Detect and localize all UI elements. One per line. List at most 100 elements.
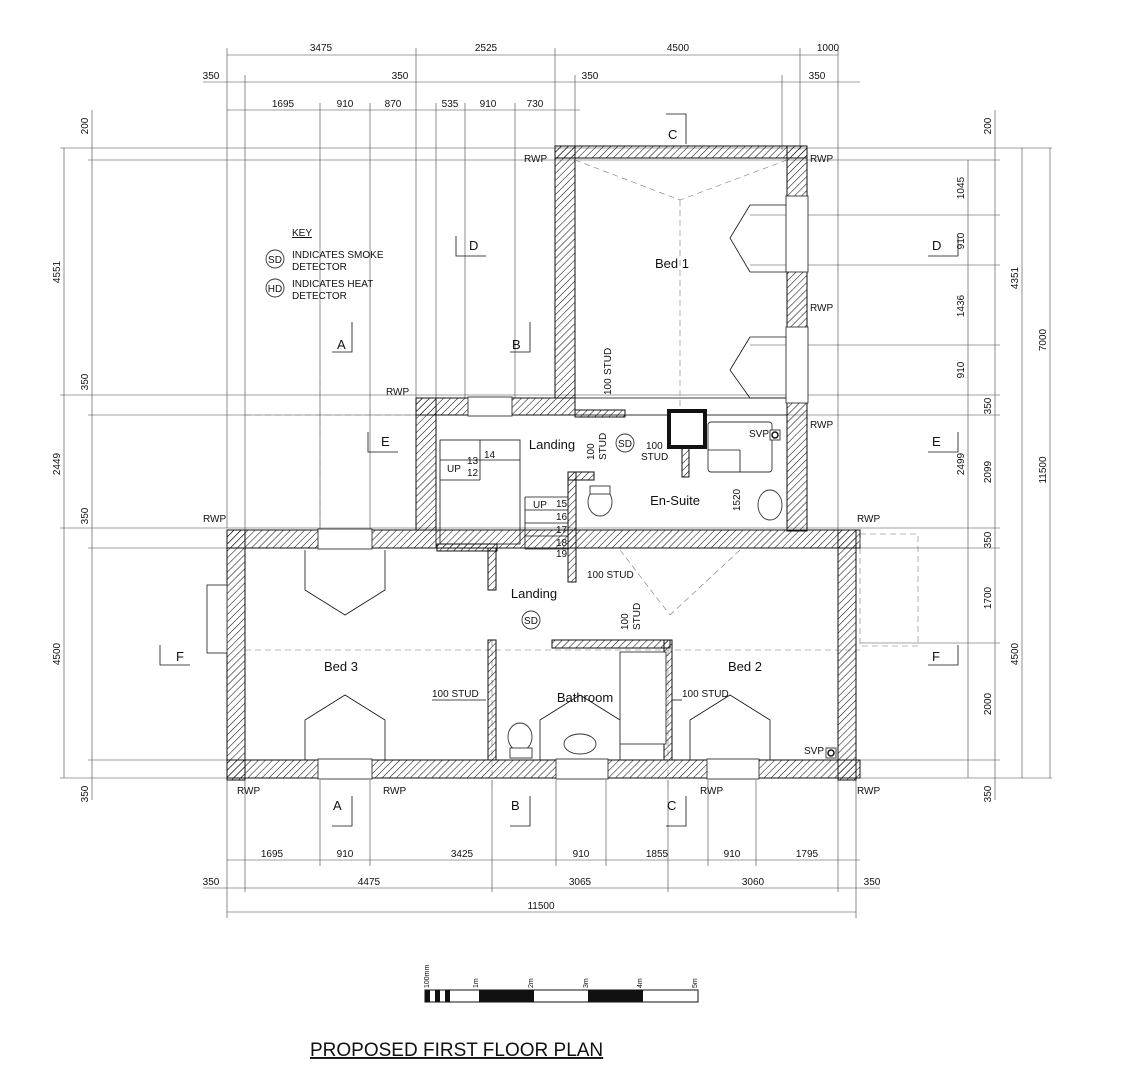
stair-up-2: UP [533,500,547,511]
dim-right-7: 2099 [983,460,994,483]
smoke-detectors: SD SD [521,433,635,630]
legend-key: KEY SD INDICATES SMOKE DETECTOR HD INDIC… [265,228,384,302]
section-marker-d-right: D [928,236,959,257]
dim-bottom-6: 910 [724,849,741,860]
section-marker-e-right: E [928,432,959,453]
scale-label-1: 1m [473,978,480,988]
dim-right-2: 1045 [956,176,967,199]
stair-up-1: UP [447,464,461,475]
section-marker-d-left: D [455,236,486,257]
scale-label-0: 100mm [424,964,431,988]
dim-bottom-1: 1695 [261,849,284,860]
dim-bottom-4: 910 [573,849,590,860]
bathroom-basin [563,733,597,755]
dim-bottom-mid-2: 4475 [358,877,381,888]
dim-mid-2: 350 [392,71,409,82]
rwp-3: RWP [810,303,833,314]
dim-top-2: 2525 [475,43,498,54]
stair-15: 15 [556,499,568,510]
stair-16: 16 [556,512,568,523]
svg-text:D: D [469,238,478,253]
stair-18: 18 [556,538,568,549]
section-marker-c-bottom: C [666,796,687,827]
section-marker-a-bottom: A [332,796,353,827]
svg-text:C: C [668,127,677,142]
dim-minor-1: 1695 [272,99,295,110]
room-landing-lower: Landing [511,586,557,601]
section-marker-f-left: F [159,645,190,666]
room-labels: Bed 1 Bed 2 Bed 3 Landing Landing En-Sui… [324,256,762,705]
stair-14: 14 [484,450,496,461]
room-landing-upper: Landing [529,437,575,452]
dim-right-mid-3: 4500 [1010,642,1021,665]
section-marker-b-top: B [510,322,531,353]
dim-right-10: 2000 [983,692,994,715]
dim-left-2: 4551 [52,260,63,283]
dim-bottom-mid-4: 3060 [742,877,765,888]
stud-label-5b: STUD [632,603,643,630]
svp-2: SVP [804,746,824,757]
svg-text:E: E [932,434,941,449]
dim-right-3: 910 [956,232,967,249]
dim-ensuite: 1520 [732,488,743,511]
dim-right-outer-2: 11500 [1038,456,1049,484]
rwp-4: RWP [810,420,833,431]
rwp-7: RWP [857,514,880,525]
stud-label-4: 100 STUD [587,570,634,581]
dim-top-3: 4500 [667,43,690,54]
stud-labels: 100 STUD 100 STUD 100 STUD 100 STUD 100 … [432,348,743,701]
rwp-6: RWP [203,514,226,525]
svg-text:E: E [381,434,390,449]
dim-bottom-mid-1: 350 [203,877,220,888]
bathroom-wc [507,722,533,752]
dim-left-3: 350 [80,373,91,390]
svg-text:C: C [667,798,676,813]
rwp-labels: RWP RWP RWP RWP RWP RWP RWP RWP RWP RWP … [203,154,880,797]
stud-label-6: 100 STUD [432,689,479,700]
dim-bottom-5: 1855 [646,849,669,860]
staircase: UP UP 13 12 14 15 16 17 18 19 [439,439,568,560]
dim-mid-1: 350 [203,71,220,82]
scale-label-2: 2m [528,978,535,988]
stud-label-3a: 100 [646,441,663,452]
dim-bottom-mid-3: 3065 [569,877,592,888]
dim-right-mid-1: 4351 [1010,266,1021,289]
room-ensuite: En-Suite [650,493,700,508]
key-heading: KEY [292,228,312,239]
svg-text:F: F [176,649,184,664]
dim-minor-3: 870 [385,99,402,110]
stud-label-2a: 100 [586,443,597,460]
dim-minor-5: 910 [480,99,497,110]
scale-label-4: 4m [637,978,644,988]
rwp-9: RWP [383,786,406,797]
section-markers: A B C D D E E F F A B C [159,113,959,827]
rwp-11: RWP [857,786,880,797]
scale-bar: 100mm 1m 2m 3m 4m 5m [424,964,699,1003]
stair-17: 17 [556,525,568,536]
dim-bottom-3: 3425 [451,849,474,860]
stud-label-5a: 100 [620,613,631,630]
dim-top-4: 1000 [817,43,840,54]
dim-minor-2: 910 [337,99,354,110]
rwp-2: RWP [810,154,833,165]
stair-12: 12 [467,468,479,479]
dim-right-1: 200 [983,117,994,134]
room-bed2: Bed 2 [728,659,762,674]
dim-minor-6: 730 [527,99,544,110]
fixtures [507,421,837,759]
rwp-1: RWP [524,154,547,165]
dim-minor-4: 535 [442,99,459,110]
dim-mid-4: 350 [809,71,826,82]
smoke-detector-2: SD [524,616,538,627]
dim-right-9: 1700 [983,586,994,609]
svp-1: SVP [749,429,769,440]
svp-upper-box [769,429,781,441]
dim-right-5: 910 [956,361,967,378]
stair-19: 19 [556,549,568,560]
drawing-title: PROPOSED FIRST FLOOR PLAN [310,1040,603,1061]
section-marker-b-bottom: B [510,796,531,827]
key-symbol-sd: SD [268,255,282,266]
dim-left-5: 350 [80,507,91,524]
dim-left-1: 200 [80,117,91,134]
section-marker-c-top: C [666,113,687,144]
